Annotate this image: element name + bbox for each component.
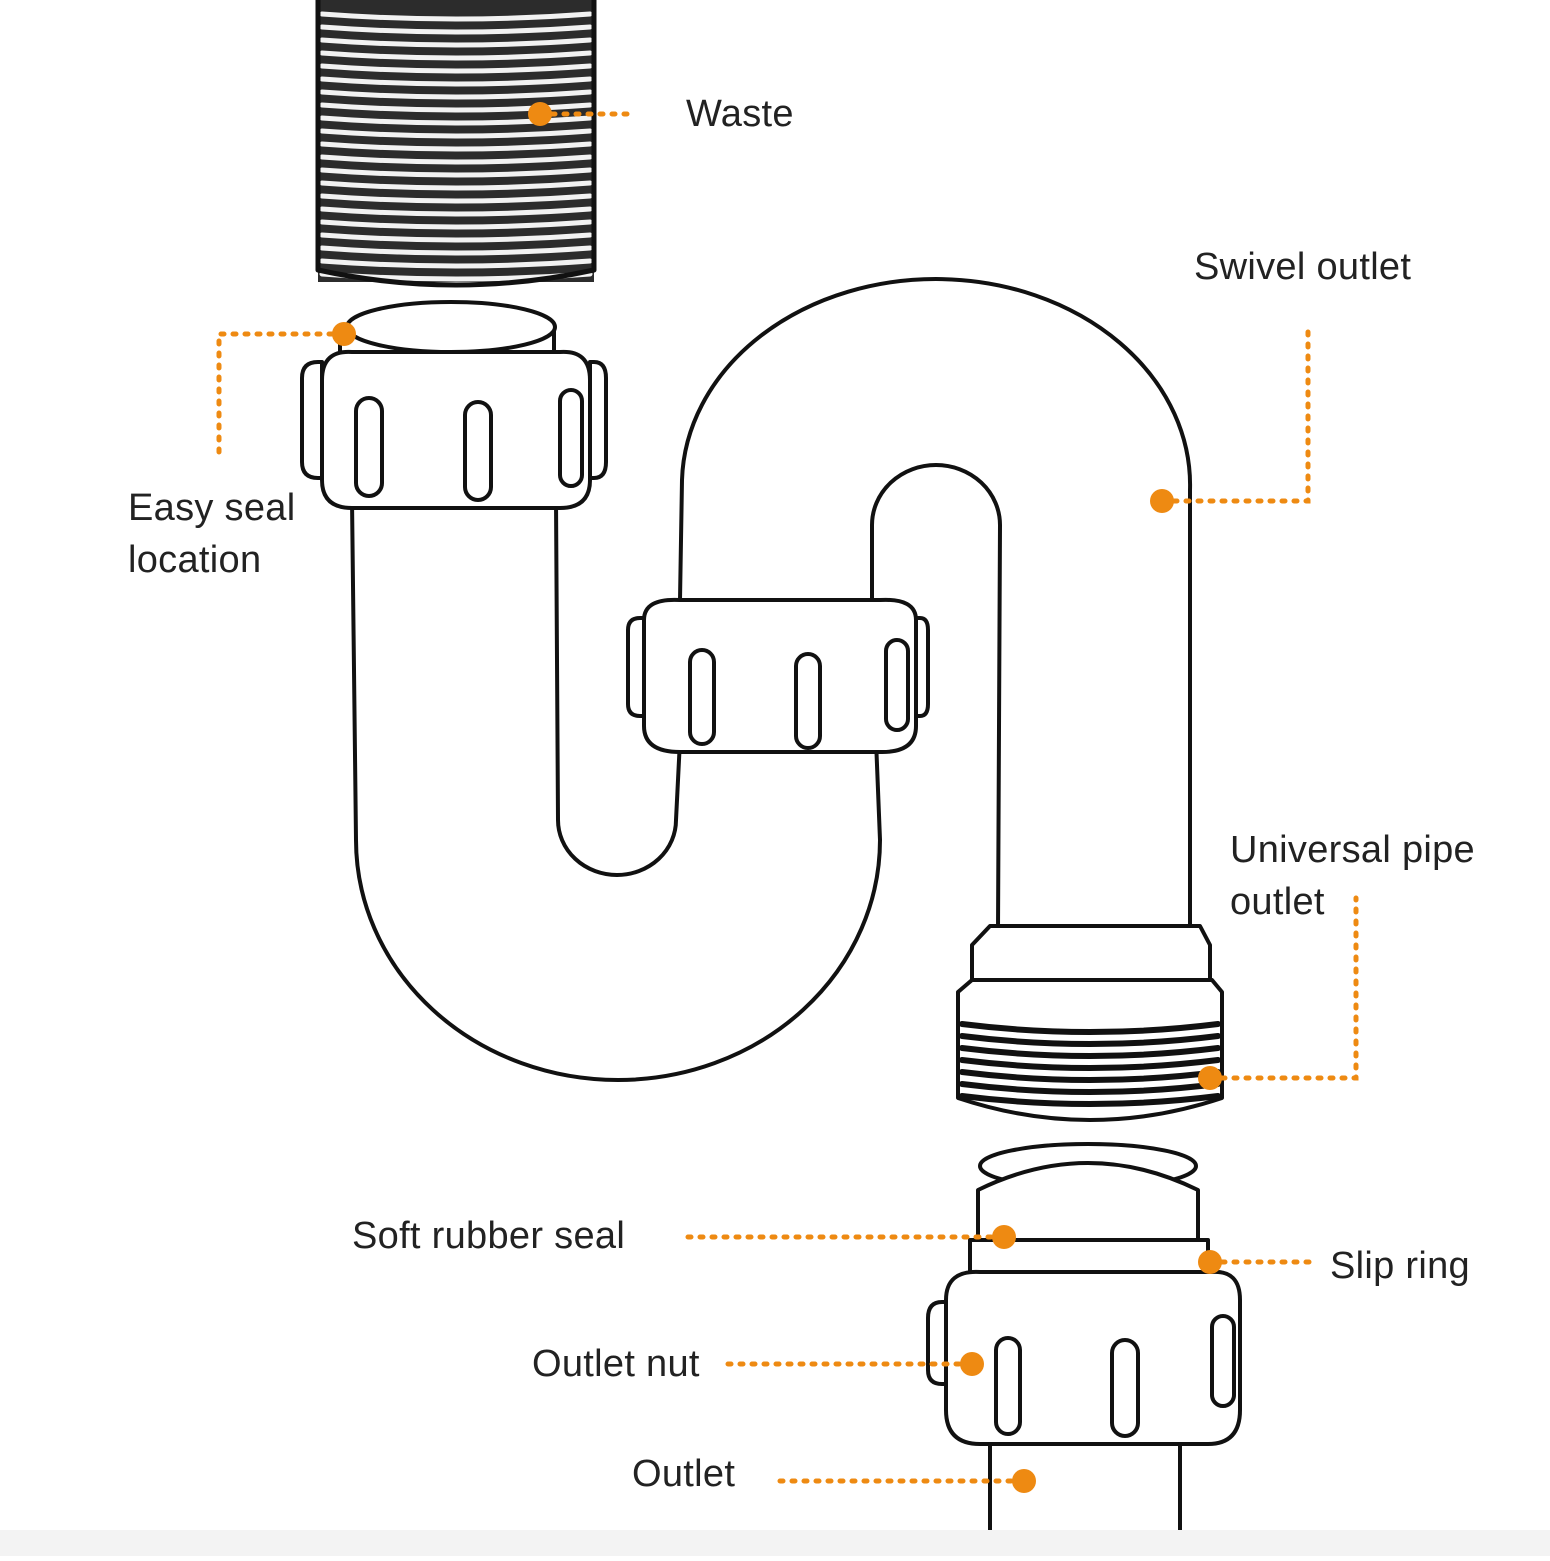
waste-rib xyxy=(319,180,593,191)
waste-rib xyxy=(319,63,593,74)
swivel-bend xyxy=(678,276,1193,932)
thread-line xyxy=(959,1093,1221,1107)
easy-seal-label-line2: location xyxy=(128,539,262,581)
waste-rib xyxy=(319,102,593,113)
waste-rib xyxy=(319,167,593,178)
waste-rib xyxy=(319,219,593,230)
waste-rib xyxy=(319,258,593,269)
waste-pipe xyxy=(315,0,597,288)
waste-rib xyxy=(319,50,593,61)
waste-rib xyxy=(319,193,593,204)
thread-line xyxy=(959,1033,1221,1047)
outlet-assembly xyxy=(926,1142,1242,1532)
thread-line xyxy=(959,1021,1221,1035)
soft-rubber-seal-dot xyxy=(992,1225,1016,1249)
outlet-dot xyxy=(1012,1469,1036,1493)
swivel-outlet-dot xyxy=(1150,489,1174,513)
bottom-band xyxy=(0,1530,1550,1556)
left-u-bend xyxy=(350,498,882,1082)
easy-seal-label-line1: Easy seal xyxy=(128,487,296,529)
universal-pipe-label-line2: outlet xyxy=(1230,881,1325,923)
swivel-outlet-leader xyxy=(1159,321,1311,504)
easy-seal-nut xyxy=(300,300,608,510)
thread-line xyxy=(959,1069,1221,1083)
outlet-nut-dot xyxy=(960,1352,984,1376)
swivel-outlet-label: Swivel outlet xyxy=(1194,246,1412,288)
waste-rib xyxy=(319,245,593,256)
waste-rib xyxy=(319,141,593,152)
waste-rib xyxy=(319,11,593,22)
universal-pipe-label-line1: Universal pipe xyxy=(1230,829,1475,871)
waste-rib xyxy=(319,76,593,87)
soft-rubber-seal-label: Soft rubber seal xyxy=(352,1215,626,1257)
easy-seal-leader xyxy=(216,331,347,457)
waste-rib xyxy=(319,89,593,100)
universal-pipe-leader xyxy=(1207,895,1359,1081)
middle-union-nut xyxy=(626,597,930,754)
waste-rib xyxy=(319,24,593,35)
slip-ring-label: Slip ring xyxy=(1330,1245,1470,1287)
thread-line xyxy=(959,1057,1221,1071)
easy-seal-dot xyxy=(332,322,356,346)
outlet-nut-label: Outlet nut xyxy=(532,1343,700,1385)
waste-rib xyxy=(319,37,593,48)
waste-rib xyxy=(319,206,593,217)
waste-dot xyxy=(528,102,552,126)
slip-ring-dot xyxy=(1198,1250,1222,1274)
waste-label: Waste xyxy=(686,93,794,135)
outlet-label: Outlet xyxy=(632,1453,736,1495)
universal-pipe-outlet xyxy=(956,924,1224,1122)
waste-rib xyxy=(319,115,593,126)
universal-pipe-dot xyxy=(1198,1066,1222,1090)
waste-rib xyxy=(319,128,593,139)
thread-line xyxy=(959,1045,1221,1059)
waste-rib xyxy=(319,154,593,165)
waste-rib xyxy=(319,232,593,243)
thread-line xyxy=(959,1081,1221,1095)
